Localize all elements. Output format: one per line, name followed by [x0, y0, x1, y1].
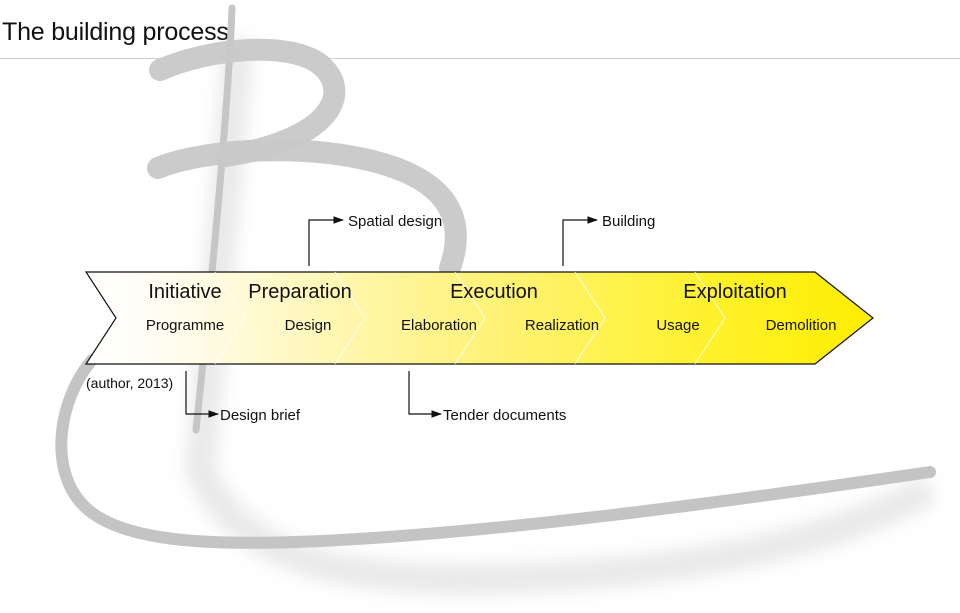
logo-lower-sweep	[55, 354, 936, 549]
title-divider	[0, 58, 960, 59]
callout-building: Building	[562, 213, 655, 266]
logo-lower-bowl	[147, 139, 467, 279]
right-arrow-icon	[308, 216, 345, 266]
step-usage: Usage	[656, 317, 699, 334]
callout-spatial-design: Spatial design	[308, 213, 442, 266]
deliverable-spatial-design: Spatial design	[348, 213, 442, 230]
right-arrow-icon	[562, 216, 599, 266]
deliverable-building: Building	[602, 213, 655, 230]
logo-shadow	[184, 39, 938, 595]
deliverable-tender-documents: Tender documents	[443, 407, 566, 424]
phase-execution: Execution	[450, 281, 538, 303]
phase-exploitation: Exploitation	[683, 281, 786, 303]
callout-design-brief: Design brief	[185, 371, 301, 424]
step-design: Design	[285, 317, 332, 334]
page-title: The building process	[2, 18, 229, 46]
right-arrow-icon	[185, 371, 220, 418]
citation: (author, 2013)	[86, 375, 173, 391]
phase-labels: Initiative Preparation Execution Exploit…	[148, 281, 786, 303]
phase-initiative: Initiative	[148, 281, 221, 303]
step-labels: Programme Design Elaboration Realization…	[146, 317, 837, 334]
step-demolition: Demolition	[766, 317, 837, 334]
step-elaboration: Elaboration	[401, 317, 477, 334]
step-dividers	[214, 271, 726, 365]
step-programme: Programme	[146, 317, 224, 334]
deliverable-design-brief: Design brief	[220, 407, 301, 424]
step-realization: Realization	[525, 317, 599, 334]
right-arrow-icon	[408, 371, 443, 418]
logo-upper-bowl	[149, 38, 346, 167]
process-arrow	[84, 271, 874, 365]
phase-preparation: Preparation	[248, 281, 351, 303]
callout-tender-documents: Tender documents	[408, 371, 566, 424]
